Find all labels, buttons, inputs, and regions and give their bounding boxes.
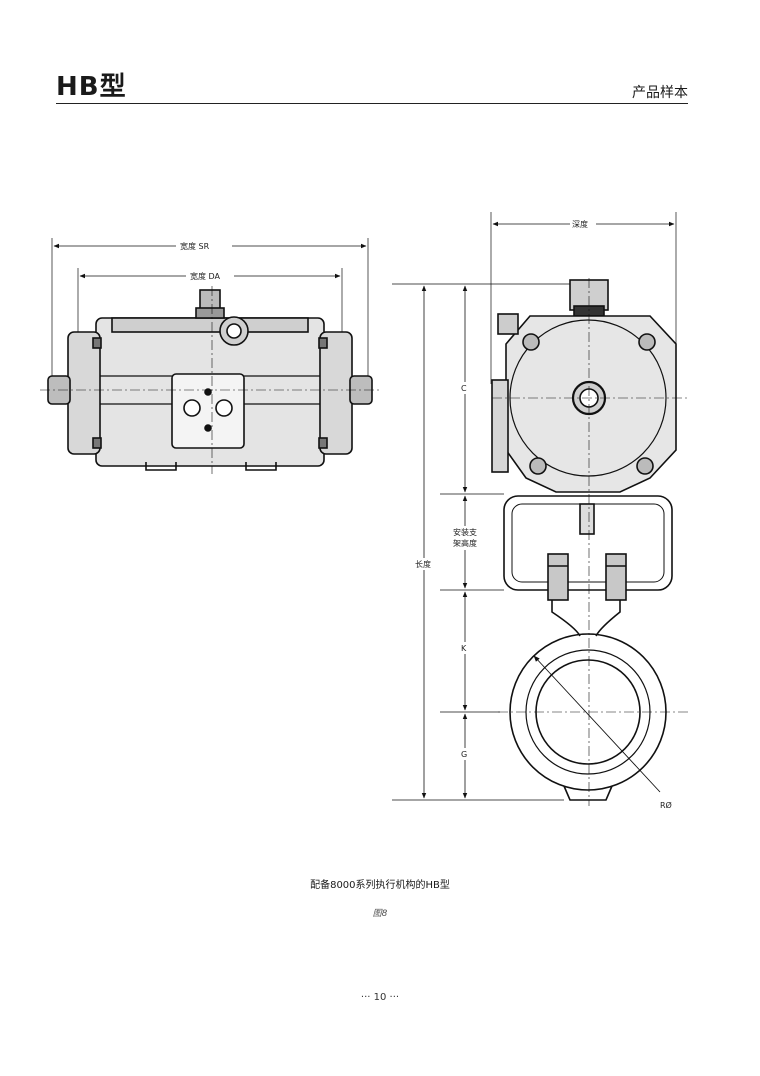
actuator-front-view [40, 238, 380, 474]
radius-label: RØ [660, 800, 672, 810]
figure-caption: 配备8000系列执行机构的HB型 [310, 880, 450, 891]
width-sr-label: 宽度 SR [180, 241, 210, 251]
bracket-height-label-line2: 架高度 [453, 538, 477, 548]
page-title: HB型 [56, 72, 127, 102]
radius-leader-line [533, 655, 661, 793]
length-label: 长度 [415, 559, 431, 569]
figure-number: 图8 [372, 909, 388, 919]
depth-label: 深度 [572, 219, 588, 229]
dim-c-label: C [461, 384, 467, 393]
valve-side-view [392, 212, 690, 806]
dim-g-label: G [461, 750, 467, 759]
bracket-height-label-line1: 安装支 [453, 527, 477, 537]
catalog-label: 产品样本 [632, 85, 688, 101]
header-divider [56, 103, 688, 104]
dim-k-label: K [461, 644, 467, 653]
page-number: ··· 10 ··· [360, 992, 400, 1003]
width-da-label: 宽度 DA [190, 271, 221, 281]
